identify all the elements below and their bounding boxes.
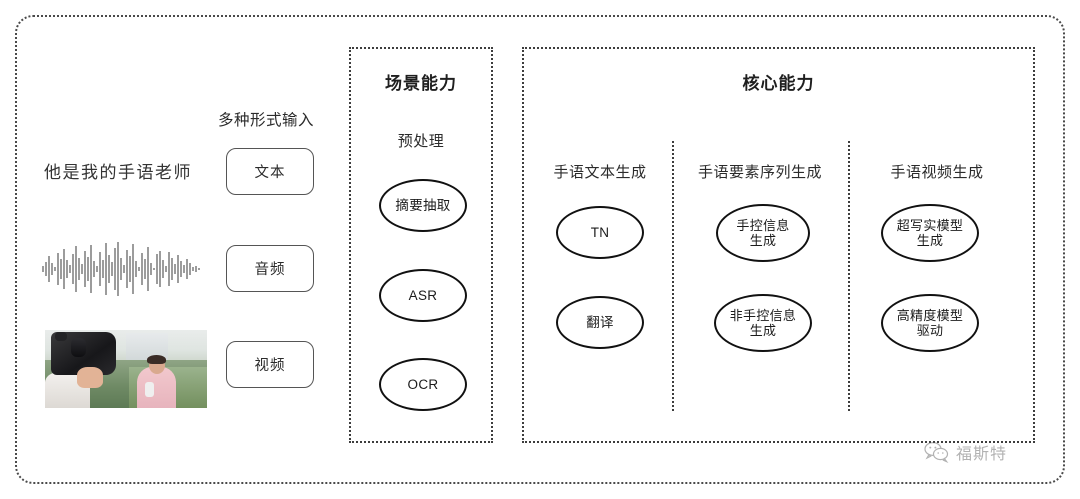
input-chip-video[interactable]: 视频 (226, 341, 314, 388)
input-chip-text[interactable]: 文本 (226, 148, 314, 195)
thumb-operator-hand (77, 367, 104, 388)
core-node-manual-signal-generation-label: 手控信息生成 (736, 217, 790, 248)
scene-node-ocr[interactable]: OCR (379, 358, 467, 411)
scene-group-title-preprocess: 预处理 (397, 133, 445, 150)
core-divider-1 (672, 141, 674, 411)
thumb-camera-body (51, 331, 117, 376)
core-node-photorealistic-model-generation[interactable]: 超写实模型生成 (881, 204, 979, 262)
sample-text-line: 他是我的手语老师 (44, 163, 192, 182)
video-thumbnail (45, 330, 207, 408)
thumb-camera-hood (55, 332, 67, 342)
input-chip-audio[interactable]: 音频 (226, 245, 314, 292)
thumb-camera-lens (70, 337, 87, 357)
scene-capability-title: 场景能力 (385, 74, 457, 93)
input-chip-text-label: 文本 (254, 165, 286, 181)
thumb-reporter-hair (147, 354, 167, 365)
core-column-title-sign-video-generation: 手语视频生成 (890, 164, 984, 181)
audio-waveform (42, 242, 200, 296)
watermark-text: 福斯特 (956, 446, 1008, 463)
core-node-tn-label: TN (590, 224, 610, 240)
scene-capability-panel: 场景能力 预处理 摘要抽取 ASR OCR (349, 47, 493, 443)
core-node-high-precision-model-driving-label: 高精度模型驱动 (896, 307, 964, 338)
thumb-microphone (145, 381, 154, 398)
core-node-manual-signal-generation[interactable]: 手控信息生成 (716, 204, 810, 262)
core-node-non-manual-signal-generation[interactable]: 非手控信息生成 (714, 294, 812, 352)
core-node-non-manual-signal-generation-label: 非手控信息生成 (729, 307, 797, 338)
outer-frame (15, 15, 1065, 484)
wechat-icon (924, 441, 949, 463)
core-column-title-sign-text-generation: 手语文本生成 (553, 164, 647, 181)
core-node-photorealistic-model-generation-label: 超写实模型生成 (896, 217, 964, 248)
watermark: 福斯特 (924, 440, 1007, 464)
core-divider-2 (848, 141, 850, 411)
scene-node-ocr-label: OCR (407, 376, 439, 392)
scene-node-summary-extraction[interactable]: 摘要抽取 (379, 179, 467, 232)
scene-node-asr-label: ASR (408, 287, 438, 303)
core-node-translation-label: 翻译 (586, 314, 614, 330)
core-node-tn[interactable]: TN (556, 206, 644, 259)
core-column-title-sign-element-sequence-generation: 手语要素序列生成 (697, 164, 822, 181)
input-section-header: 多种形式输入 (218, 112, 315, 129)
scene-node-asr[interactable]: ASR (379, 269, 467, 322)
scene-node-summary-extraction-label: 摘要抽取 (395, 197, 451, 213)
core-node-translation[interactable]: 翻译 (556, 296, 644, 349)
thumb-reporter-body (137, 367, 177, 408)
core-node-high-precision-model-driving[interactable]: 高精度模型驱动 (881, 294, 979, 352)
input-chip-audio-label: 音频 (254, 262, 286, 278)
core-capability-title: 核心能力 (742, 74, 815, 93)
input-chip-video-label: 视频 (254, 358, 286, 374)
core-capability-panel: 核心能力 手语文本生成 TN 翻译 手语要素序列生成 手控信息生成 非手控信息生… (522, 47, 1035, 443)
